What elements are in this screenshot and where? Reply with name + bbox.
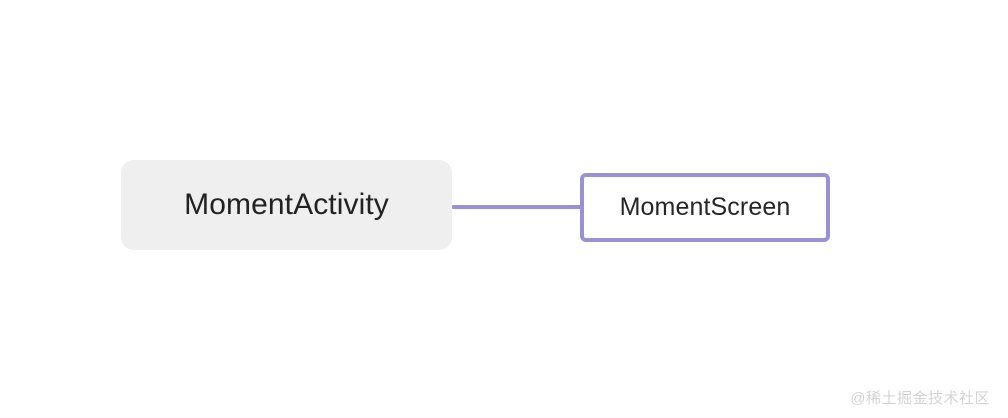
- node-moment-screen-label: MomentScreen: [619, 193, 791, 221]
- node-moment-screen[interactable]: MomentScreen: [580, 173, 830, 242]
- edge-root-to-child: [452, 205, 581, 209]
- node-moment-activity-label: MomentActivity: [184, 188, 389, 221]
- watermark-text: @稀土掘金技术社区: [850, 390, 990, 407]
- node-moment-activity[interactable]: MomentActivity: [121, 160, 452, 250]
